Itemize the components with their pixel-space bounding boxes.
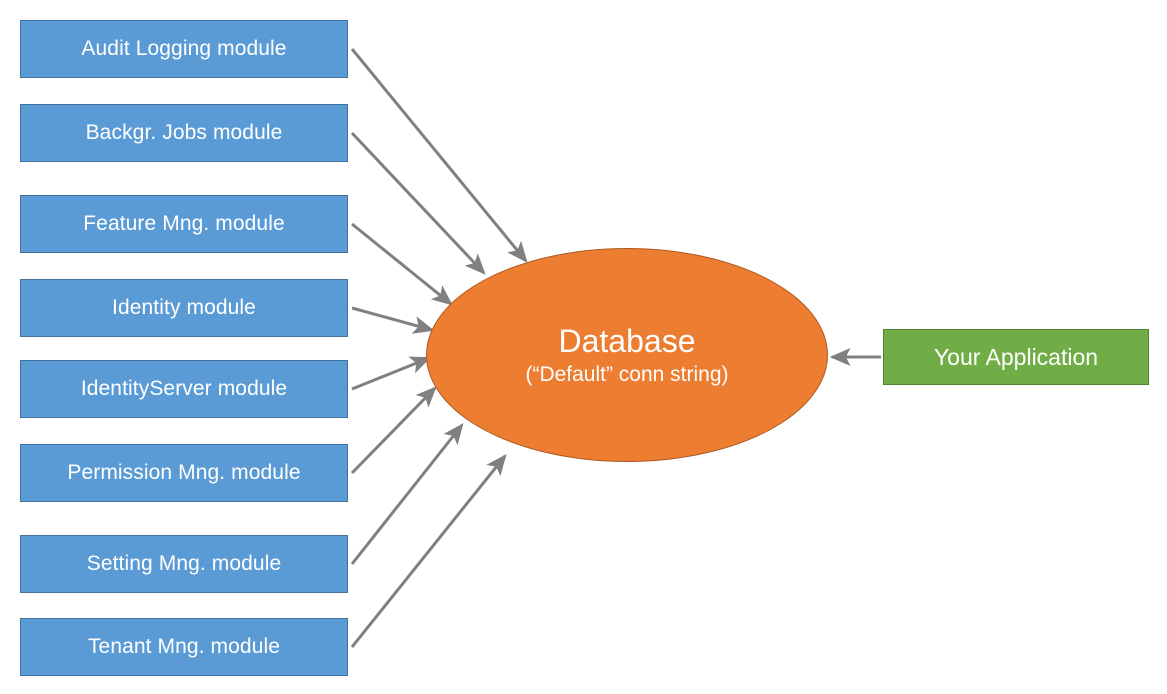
module-box-background-jobs[interactable]: Backgr. Jobs module <box>20 104 348 162</box>
connector-arrow <box>350 386 437 475</box>
module-label: Identity module <box>112 296 256 320</box>
module-label: Permission Mng. module <box>67 461 301 485</box>
module-label: IdentityServer module <box>80 377 288 401</box>
module-label: Backgr. Jobs module <box>85 121 283 145</box>
module-box-setting-management[interactable]: Setting Mng. module <box>20 535 348 593</box>
database-node[interactable]: Database (“Default” conn string) <box>426 248 828 462</box>
module-box-tenant-management[interactable]: Tenant Mng. module <box>20 618 348 676</box>
module-box-audit-logging[interactable]: Audit Logging module <box>20 20 348 78</box>
module-box-permission-management[interactable]: Permission Mng. module <box>20 444 348 502</box>
connector-arrow <box>351 356 432 391</box>
module-label: Feature Mng. module <box>83 212 285 236</box>
connector-arrow <box>350 454 507 648</box>
database-subtitle: (“Default” conn string) <box>525 362 729 386</box>
module-box-identity[interactable]: Identity module <box>20 279 348 337</box>
module-box-feature-management[interactable]: Feature Mng. module <box>20 195 348 253</box>
connector-arrow <box>350 131 486 275</box>
database-title: Database <box>558 323 696 359</box>
module-label: Audit Logging module <box>81 37 287 61</box>
connector-arrow <box>351 222 453 306</box>
connector-arrow <box>350 423 464 565</box>
module-box-identityserver[interactable]: IdentityServer module <box>20 360 348 418</box>
module-label: Tenant Mng. module <box>87 635 281 659</box>
your-application-node[interactable]: Your Application <box>883 329 1149 385</box>
connector-arrow <box>351 306 435 334</box>
connector-arrow <box>350 48 528 263</box>
module-label: Setting Mng. module <box>86 552 282 576</box>
application-label: Your Application <box>933 343 1099 370</box>
